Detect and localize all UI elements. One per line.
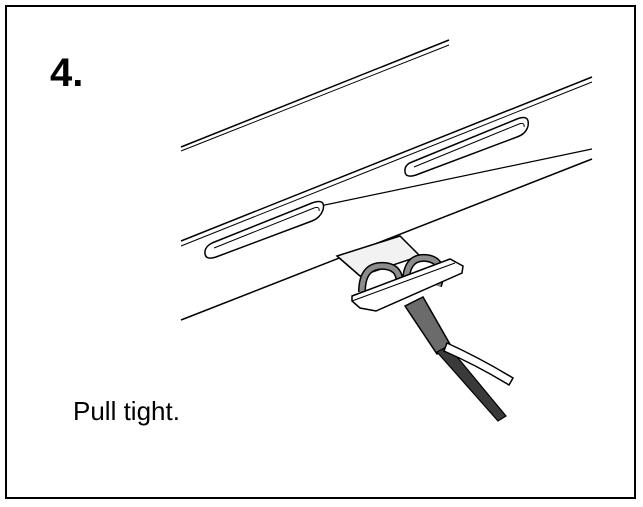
beam-upper-edge: [180, 76, 593, 242]
step-number: 4.: [50, 51, 84, 95]
tie-head-plate-edge: [351, 262, 456, 302]
slot-right: [404, 116, 530, 177]
instruction-panel-frame: [5, 5, 636, 499]
cable-wire-short: [443, 341, 515, 387]
slot-right-inner: [413, 122, 525, 168]
beam-middle-edge: [300, 148, 593, 211]
slot-left-inner: [213, 206, 320, 249]
tie-head-plate: [351, 258, 464, 312]
rail-top-edge-inner: [180, 44, 450, 152]
cable-jacket: [403, 296, 453, 355]
beam-upper-edge-inner: [180, 81, 593, 247]
rail-top-edge: [180, 39, 450, 148]
mount-tab-edge: [336, 255, 361, 277]
step-caption: Pull tight.: [73, 396, 180, 426]
